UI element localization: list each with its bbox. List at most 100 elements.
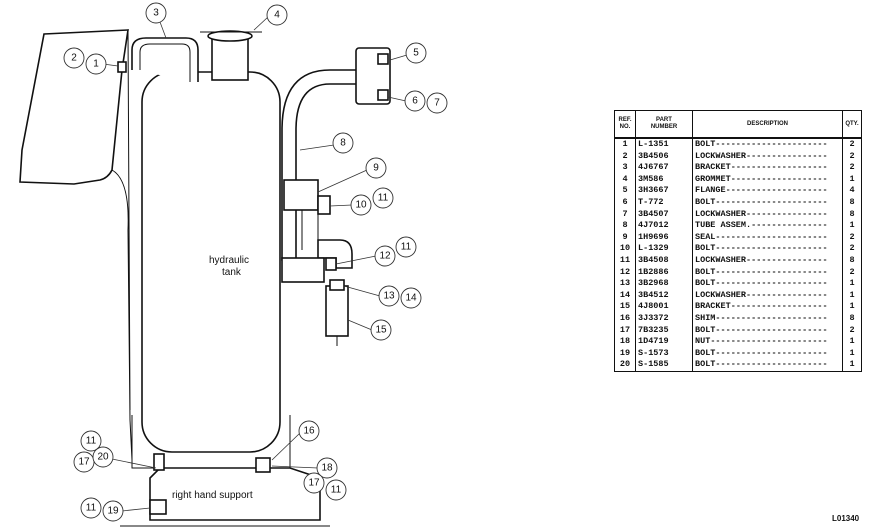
qty-cell: 1 bbox=[842, 347, 862, 360]
description-cell-text: BOLT bbox=[695, 359, 716, 370]
callout-20: 20 bbox=[92, 446, 114, 468]
leader-dots: ---------------- bbox=[746, 208, 828, 219]
tank-bracket bbox=[131, 37, 199, 82]
callout-number: 12 bbox=[379, 251, 391, 262]
leader-dots: ----------------------- bbox=[710, 336, 828, 347]
callout-circle bbox=[350, 194, 372, 216]
qty-cell-text: 1 bbox=[849, 220, 855, 231]
qty-cell: 2 bbox=[842, 266, 862, 279]
part-number-cell: 3B4508 bbox=[635, 254, 693, 267]
qty-cell: 8 bbox=[842, 254, 862, 267]
callout-6: 6 bbox=[404, 90, 426, 112]
qty-cell-text: 1 bbox=[849, 347, 855, 358]
description-cell: BRACKET------------------- bbox=[692, 162, 843, 174]
description-cell-text: BOLT bbox=[695, 347, 716, 358]
part-number-cell-text: 3B2968 bbox=[638, 278, 669, 289]
callout-number: 3 bbox=[153, 8, 159, 19]
ref-no-cell-text: 19 bbox=[619, 347, 631, 358]
qty-cell-text: 2 bbox=[849, 324, 855, 335]
leader-dots: ---------------------- bbox=[715, 243, 828, 254]
description-cell: FLANGE-------------------- bbox=[692, 185, 843, 197]
callout-number: 2 bbox=[71, 53, 77, 64]
callout-7: 7 bbox=[426, 92, 448, 114]
callout-3: 3 bbox=[145, 2, 167, 24]
description-cell: BOLT---------------------- bbox=[692, 196, 843, 209]
callout-number: 8 bbox=[340, 138, 346, 149]
part-number-cell: 4J7012 bbox=[635, 220, 693, 232]
ref-no-cell: 1 bbox=[614, 138, 636, 151]
qty-cell: 2 bbox=[842, 138, 862, 151]
part-number-cell-text: 1B2886 bbox=[638, 266, 669, 277]
frame-side-outline bbox=[111, 29, 133, 461]
callout-12: 12 bbox=[374, 245, 396, 267]
callout-circle bbox=[332, 132, 354, 154]
callout-number: 17 bbox=[78, 457, 90, 468]
callout-circle bbox=[63, 47, 85, 69]
callout-circle bbox=[395, 236, 417, 258]
qty-cell: 4 bbox=[842, 185, 862, 197]
callout-11: 11 bbox=[80, 497, 102, 519]
part-number-cell-text: L-1329 bbox=[638, 243, 669, 254]
qty-cell-text: 2 bbox=[849, 162, 855, 173]
part-number-cell-text: T-772 bbox=[638, 196, 664, 207]
part-number-cell-text: 1H9696 bbox=[638, 231, 669, 242]
ref-no-cell-text: 12 bbox=[619, 266, 631, 277]
qty-cell: 1 bbox=[842, 173, 862, 186]
qty-cell-text: 1 bbox=[849, 359, 855, 370]
description-cell-text: GROMMET bbox=[695, 173, 731, 184]
grommet bbox=[207, 30, 253, 42]
ref-no-cell-text: 5 bbox=[622, 185, 628, 196]
qty-cell: 1 bbox=[842, 359, 862, 372]
qty-cell: 2 bbox=[842, 162, 862, 174]
callout-17: 17 bbox=[73, 451, 95, 473]
bracket-15 bbox=[325, 285, 349, 337]
part-number-cell-text: 7B3235 bbox=[638, 324, 669, 335]
qty-cell-text: 1 bbox=[849, 301, 855, 312]
callout-number: 10 bbox=[355, 200, 367, 211]
qty-cell-text: 8 bbox=[849, 196, 855, 207]
callout-number: 11 bbox=[331, 485, 342, 496]
ref-no-cell-text: 1 bbox=[622, 139, 628, 149]
ref-no-cell: 20 bbox=[614, 359, 636, 372]
leader-dots: ---------------------- bbox=[715, 266, 828, 277]
part-number-cell-text: S-1573 bbox=[638, 347, 669, 358]
callout-circle bbox=[370, 319, 392, 341]
flange-bolt-bottom bbox=[377, 89, 389, 101]
part-number-cell-text: 3B4506 bbox=[638, 150, 669, 161]
part-number-cell: 3J3372 bbox=[635, 312, 693, 325]
part-number-cell: 1B2886 bbox=[635, 266, 693, 279]
tank-bracket-inner bbox=[139, 43, 191, 82]
description-cell: SEAL---------------------- bbox=[692, 231, 843, 244]
ref-no-cell: 4 bbox=[614, 173, 636, 186]
qty-cell: 1 bbox=[842, 289, 862, 302]
leader-lines bbox=[102, 16, 408, 512]
callout-number: 6 bbox=[412, 96, 418, 107]
part-number-cell: L-1329 bbox=[635, 243, 693, 255]
description-cell: BOLT---------------------- bbox=[692, 138, 843, 151]
description-cell-text: BRACKET bbox=[695, 301, 731, 312]
part-number-cell-text: 3B4508 bbox=[638, 254, 669, 265]
ref-no-cell: 13 bbox=[614, 278, 636, 290]
description-cell-text: BOLT bbox=[695, 196, 716, 207]
ref-no-cell-text: 3 bbox=[622, 162, 628, 173]
leader-dots: ---------------------- bbox=[715, 139, 828, 149]
bolt-10 bbox=[317, 195, 331, 215]
description-cell-text: SHIM bbox=[695, 312, 716, 323]
ref-no-cell-text: 14 bbox=[619, 289, 631, 300]
callout-17: 17 bbox=[303, 472, 325, 494]
callout-number: 19 bbox=[107, 506, 119, 517]
ref-no-cell: 16 bbox=[614, 312, 636, 325]
description-cell-text: BOLT bbox=[695, 278, 716, 289]
qty-cell: 1 bbox=[842, 301, 862, 313]
ref-no-cell: 11 bbox=[614, 254, 636, 267]
